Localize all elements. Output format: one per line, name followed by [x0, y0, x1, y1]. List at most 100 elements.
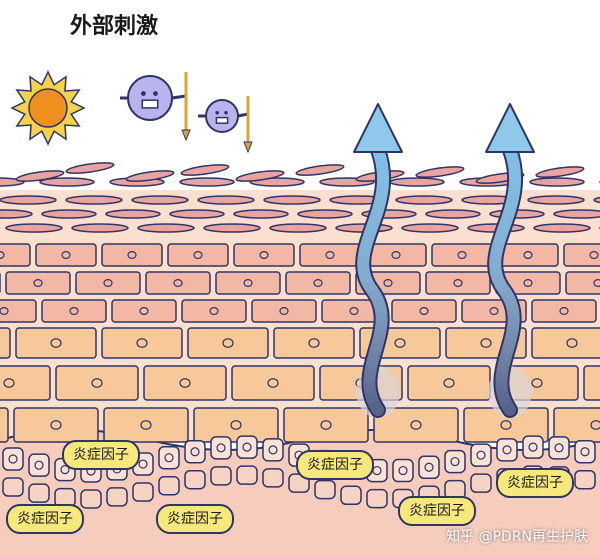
- skin-flake: [137, 223, 195, 233]
- skin-cell: [167, 243, 229, 267]
- skin-cell: [0, 365, 51, 401]
- skin-cell: [101, 327, 183, 359]
- basal-cell: [184, 439, 206, 464]
- arrow-shaft: [357, 144, 390, 416]
- skin-cell: [553, 407, 600, 443]
- cell-nucleus: [0, 307, 9, 315]
- skin-flake: [233, 209, 289, 219]
- cell-nucleus: [138, 459, 148, 469]
- cell-nucleus: [349, 307, 359, 316]
- skin-cell: [283, 407, 369, 443]
- inflammatory-factor-badge-2: 炎症因子: [296, 450, 374, 480]
- skin-flake: [39, 177, 95, 187]
- loose-flake: [415, 166, 465, 178]
- skin-cell: [41, 299, 107, 323]
- cell-nucleus: [8, 454, 18, 464]
- loose-flake: [295, 164, 345, 176]
- skin-flake: [425, 209, 481, 219]
- basal-cell: [444, 449, 466, 474]
- skin-flake: [179, 177, 235, 187]
- microbe-eye: [140, 91, 146, 97]
- microbe-body: [127, 75, 173, 121]
- cell-nucleus: [69, 307, 79, 316]
- skin-flake: [41, 209, 97, 219]
- skin-flake: [553, 209, 600, 219]
- cell-nucleus: [419, 307, 429, 316]
- cell-nucleus: [580, 447, 590, 457]
- skin-flake: [533, 223, 591, 233]
- cell-nucleus: [173, 279, 183, 288]
- cell-nucleus: [391, 251, 401, 260]
- cell-nucleus: [313, 279, 323, 288]
- skin-cell: [583, 365, 600, 401]
- inflammatory-factor-badge-5: 炎症因子: [156, 504, 234, 534]
- skin-cell: [425, 271, 491, 295]
- skin-cell: [215, 271, 281, 295]
- skin-cell: [103, 407, 189, 443]
- cell-nucleus: [383, 279, 393, 288]
- skin-cell: [55, 365, 139, 401]
- skin-flake: [105, 209, 161, 219]
- skin-cell: [187, 327, 269, 359]
- loose-flake: [535, 166, 585, 178]
- cell-nucleus: [139, 307, 149, 316]
- skin-flake: [131, 195, 189, 205]
- basal-cell: [314, 479, 336, 500]
- skin-cells: [0, 243, 600, 443]
- cell-nucleus: [259, 251, 269, 260]
- inflammatory-factor-badge-1: 炎症因子: [62, 440, 140, 470]
- surface-flakes: [0, 162, 600, 233]
- cell-nucleus: [50, 338, 62, 348]
- skin-flake: [389, 177, 445, 187]
- microbe-arm: [171, 94, 187, 100]
- basal-cell: [184, 469, 206, 490]
- skin-flake: [527, 195, 585, 205]
- basal-cell: [470, 473, 492, 493]
- skin-cell: [565, 271, 600, 295]
- cell-nucleus: [50, 420, 62, 430]
- cell-nucleus: [320, 420, 332, 430]
- loose-flake: [65, 162, 115, 174]
- moisture-loss-arrows: [353, 103, 535, 418]
- skin-cell: [299, 243, 361, 267]
- sword-tip: [181, 129, 191, 142]
- moisture-loss-arrow-icon: [485, 103, 535, 418]
- skin-cell: [231, 365, 315, 401]
- moisture-loss-arrow-icon: [353, 103, 403, 418]
- cell-nucleus: [243, 279, 253, 288]
- skin-cell: [531, 327, 600, 359]
- skin-flake: [401, 223, 459, 233]
- cell-nucleus: [140, 420, 152, 430]
- cell-nucleus: [489, 307, 499, 316]
- basal-cell: [262, 468, 284, 488]
- basal-cell: [158, 475, 180, 496]
- skin-flake: [395, 195, 453, 205]
- skin-cell: [497, 243, 559, 267]
- inflammatory-factor-badge-6: 炎症因子: [398, 496, 476, 526]
- cell-nucleus: [136, 338, 148, 348]
- skin-cell: [15, 327, 97, 359]
- cell-nucleus: [190, 447, 200, 457]
- cell-nucleus: [554, 443, 564, 453]
- cell-nucleus: [593, 279, 600, 287]
- skin-cell: [391, 299, 457, 323]
- skin-cell: [0, 299, 37, 323]
- skin-cell: [407, 365, 491, 401]
- cell-nucleus: [453, 279, 463, 288]
- skin-cell: [35, 243, 97, 267]
- cell-nucleus: [523, 251, 533, 260]
- skin-cell: [13, 407, 99, 443]
- cell-nucleus: [179, 378, 191, 388]
- skin-flake: [269, 223, 327, 233]
- cell-nucleus: [91, 378, 103, 388]
- cell-nucleus: [566, 338, 578, 348]
- skin-cell: [181, 299, 247, 323]
- basal-cell: [210, 436, 232, 460]
- cell-nucleus: [242, 442, 252, 452]
- cell-nucleus: [3, 378, 15, 388]
- cell-nucleus: [103, 279, 113, 288]
- basal-cell: [210, 466, 232, 486]
- sun-core: [28, 88, 68, 128]
- loose-flake: [235, 170, 285, 182]
